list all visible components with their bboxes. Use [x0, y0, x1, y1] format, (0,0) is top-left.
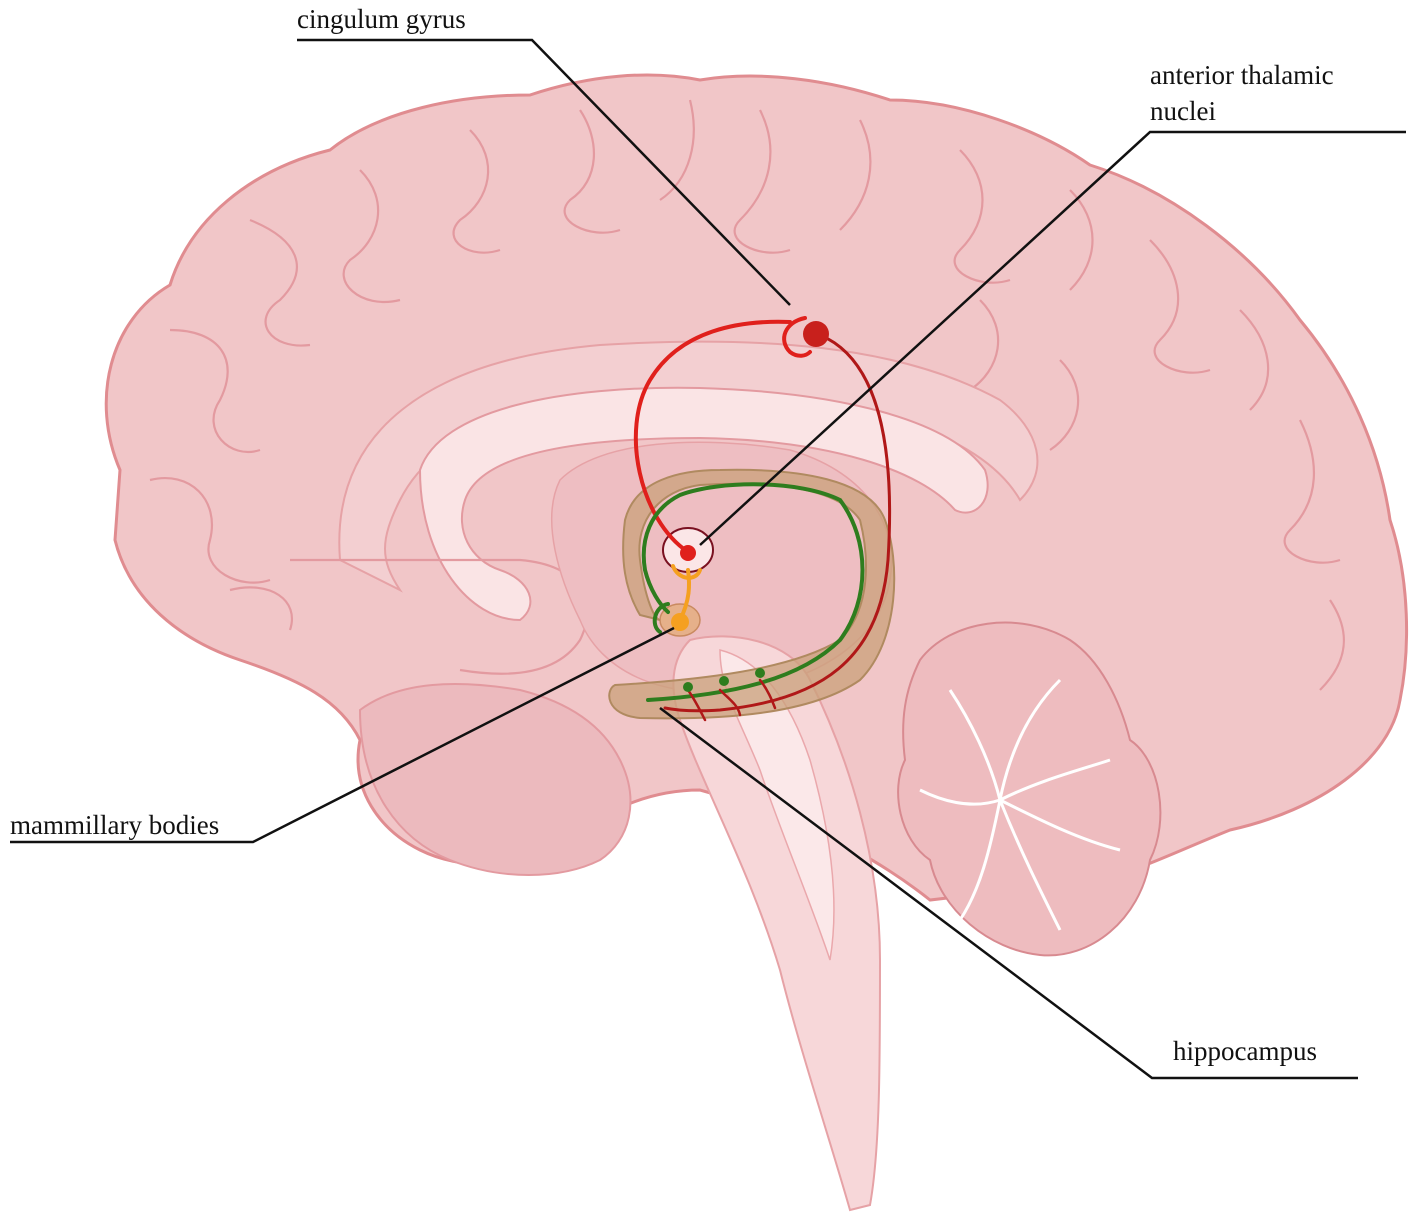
cingulum-to-hippocampus-darkred: [663, 333, 892, 713]
label-cingulum-gyrus: cingulum gyrus: [297, 4, 466, 34]
label-anterior-thalamic-line1: anterior thalamic: [1150, 60, 1334, 90]
leader-hippocampus: [659, 707, 1358, 1080]
cortex-sulci: [149, 99, 1346, 691]
hippocampal-branch-3: [758, 678, 777, 710]
hippocampal-neuron-dot-3: [755, 668, 765, 678]
mammillary-neuron-dot: [671, 613, 689, 631]
hippocampal-neuron-dot-1: [683, 682, 693, 692]
papez-circuit: [633, 316, 892, 722]
fourth-ventricle: [719, 649, 835, 961]
corpus-callosum: [418, 386, 989, 622]
synapse-cup-thalamus: [671, 564, 702, 580]
synapse-cup-mammillary: [652, 602, 670, 634]
label-mammillary-bodies: mammillary bodies: [10, 810, 219, 840]
label-anterior-thalamic-line2: nuclei: [1150, 96, 1216, 126]
leader-mammillary: [10, 626, 675, 844]
leader-anterior-thalamic: [699, 130, 1406, 546]
fornix-green: [641, 482, 865, 702]
hippocampal-neuron-dot-2: [719, 676, 729, 686]
leader-lines: [10, 38, 1406, 1080]
thalamic-neuron-dot: [680, 545, 696, 561]
cerebellum: [897, 621, 1162, 957]
cingulum-projection-red: [633, 319, 792, 554]
label-hippocampus: hippocampus: [1173, 1036, 1317, 1066]
hippocampal-branch-2: [718, 688, 742, 717]
cingulum-neuron-dot: [803, 321, 829, 347]
hippocampal-branch-1: [686, 688, 707, 722]
leader-cingulum: [297, 38, 791, 306]
temporal-lobe: [358, 683, 632, 876]
synapse-cup-cingulum: [782, 316, 812, 358]
